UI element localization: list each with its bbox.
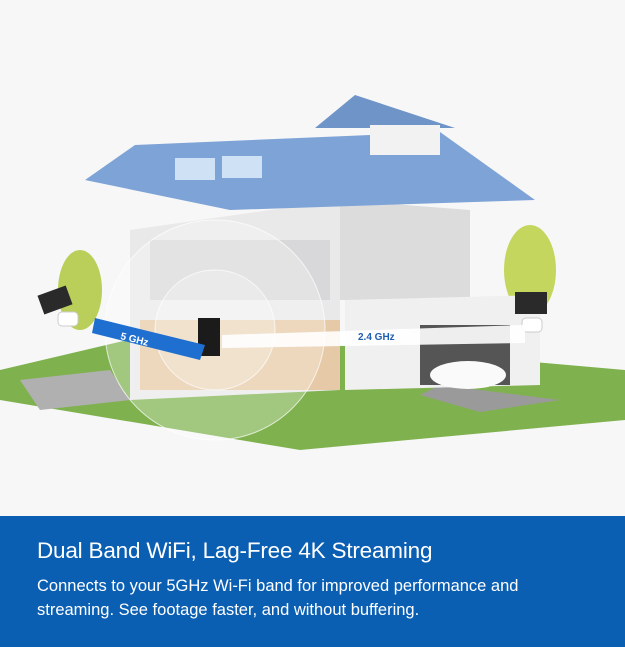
band-5ghz-ribbon	[92, 318, 205, 360]
house-side	[340, 200, 470, 300]
camera-icon	[521, 317, 543, 333]
driveway	[420, 385, 560, 412]
product-illustration: 5 GHz 2.4 GHz	[0, 95, 625, 450]
car	[430, 361, 506, 389]
band-24ghz-ribbon	[222, 325, 525, 348]
solar-panel	[515, 292, 547, 314]
skylight	[175, 158, 215, 180]
chimney	[370, 125, 440, 155]
solar-panel	[37, 285, 73, 315]
skylight	[222, 156, 262, 178]
feature-headline: Dual Band WiFi, Lag-Free 4K Streaming	[37, 538, 433, 563]
ground-floor-room	[140, 320, 340, 390]
feature-banner: Dual Band WiFi, Lag-Free 4K Streaming Co…	[0, 516, 625, 647]
feature-description: Connects to your 5GHz Wi-Fi band for imp…	[37, 577, 519, 619]
upper-room	[150, 240, 330, 300]
band-24ghz-label: 2.4 GHz	[358, 332, 395, 343]
path	[20, 370, 130, 410]
camera-icon	[57, 311, 79, 327]
roof-upper	[315, 95, 455, 128]
roof	[85, 132, 535, 210]
house-illustration: 5 GHz 2.4 GHz	[0, 95, 625, 450]
tree	[58, 250, 102, 330]
